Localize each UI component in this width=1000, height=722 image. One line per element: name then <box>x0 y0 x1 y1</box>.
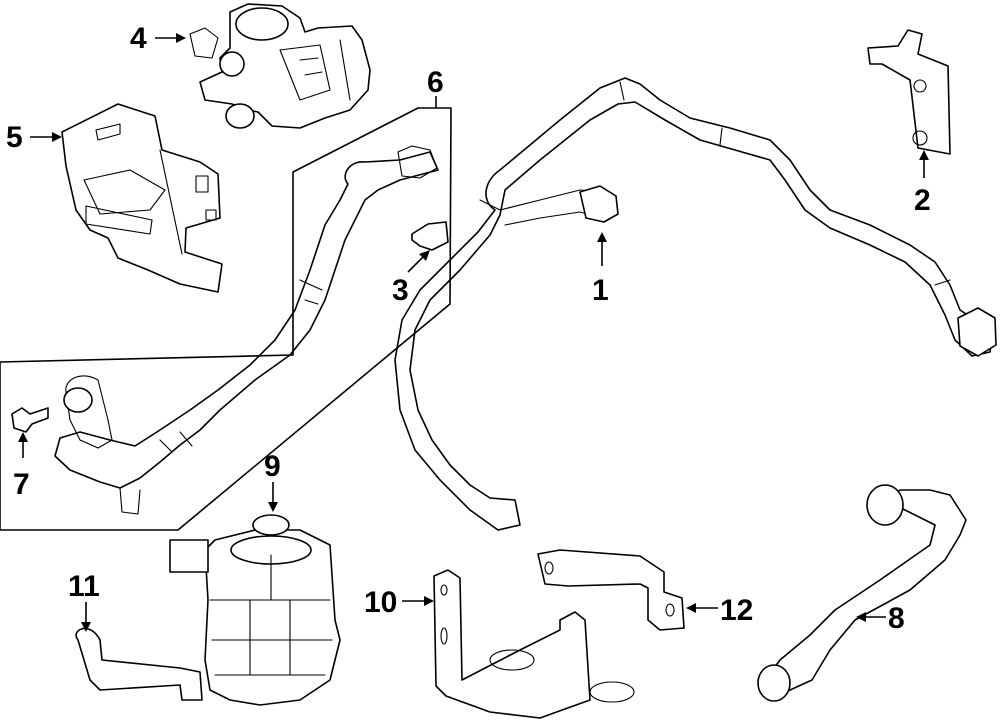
callout-5: 5 <box>6 121 23 154</box>
part-1-main-hose[interactable] <box>394 77 997 531</box>
part-12-strap[interactable] <box>537 549 685 631</box>
callout-4: 4 <box>130 22 147 55</box>
part-5-valve-bracket[interactable] <box>61 103 223 293</box>
part-6-hose-assembly[interactable] <box>54 145 439 515</box>
part-4-valve-assembly[interactable] <box>189 3 371 129</box>
callout-9: 9 <box>264 450 281 483</box>
callout-10: 10 <box>364 586 397 619</box>
part-3-clip[interactable] <box>411 221 449 251</box>
callout-6: 6 <box>427 66 444 99</box>
part-9-water-pump[interactable] <box>169 514 341 706</box>
callout-12: 12 <box>720 594 753 627</box>
callout-2: 2 <box>914 184 931 217</box>
callout-leaders <box>18 33 929 632</box>
part-7-clip[interactable] <box>11 407 49 433</box>
callout-1: 1 <box>592 274 609 307</box>
part-6-group-box <box>0 107 452 531</box>
part-11-strap[interactable] <box>75 627 203 701</box>
part-2-bracket[interactable] <box>867 29 951 155</box>
part-8-hose[interactable] <box>757 484 967 702</box>
callout-3: 3 <box>392 274 409 307</box>
callout-8: 8 <box>888 602 905 635</box>
part-10-pump-bracket[interactable] <box>433 569 635 719</box>
callout-7: 7 <box>13 468 30 501</box>
callout-11: 11 <box>68 570 100 603</box>
